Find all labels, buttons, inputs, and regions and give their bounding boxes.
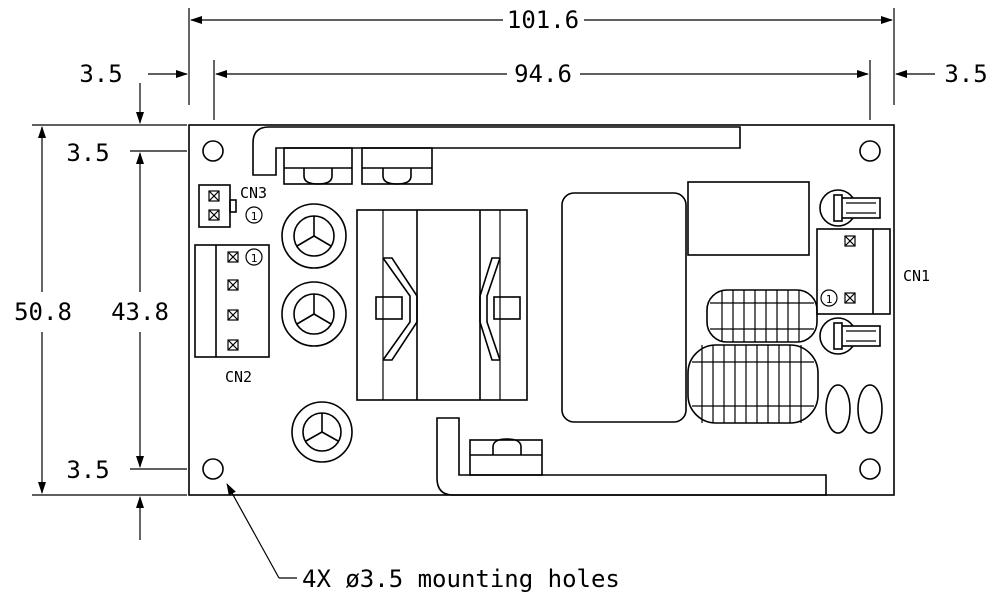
overall-height-label: 50.8 [14,298,72,326]
large-capacitor [561,192,687,423]
output-inductor [687,344,819,424]
cn2-label: CN2 [225,368,252,386]
right-offset-label: 3.5 [944,60,987,88]
dimension-bottom-offset: 3.5 [66,456,144,540]
varistors [825,384,883,434]
cn2-pin1-marker: 1 [251,252,258,265]
hole-spacing-x-label: 94.6 [514,60,572,88]
dimension-overall-height: 50.8 [14,126,72,494]
top-heatsink [252,126,741,176]
cn1-clips [819,189,881,355]
dimension-left-offset: 3.5 [79,60,188,88]
cn3-label: CN3 [240,184,267,202]
transformer [356,209,528,401]
cn1-pin1-marker: 1 [826,293,833,306]
top-offset-label: 3.5 [66,139,109,167]
capacitors [281,203,353,463]
fuse-block [687,181,810,256]
bottom-transistor [469,438,543,476]
mounting-hole-top-right [859,140,881,162]
mounting-hole-top-left [202,140,224,162]
cn1-label: CN1 [903,267,930,285]
overall-width-label: 101.6 [507,6,579,34]
cn3-connector: 1 CN3 [198,184,267,228]
mounting-holes-note: 4X ø3.5 mounting holes [302,565,620,593]
dimension-top-offset: 3.5 [66,83,144,167]
dimension-overall-width: 101.6 [188,6,895,105]
top-transistors [283,147,433,185]
common-mode-choke [706,289,818,343]
mounting-holes [202,140,881,480]
mounting-hole-bottom-right [859,458,881,480]
cn2-connector: 1 CN2 [194,244,270,386]
dimension-right-offset: 3.5 [895,60,988,88]
dimension-hole-spacing-x: 94.6 [213,60,871,120]
left-offset-label: 3.5 [79,60,122,88]
hole-spacing-y-label: 43.8 [111,298,169,326]
mounting-hole-bottom-left [202,458,224,480]
bottom-offset-label: 3.5 [66,456,109,484]
cn3-pin1-marker: 1 [251,210,258,223]
mounting-hole-callout: 4X ø3.5 mounting holes [226,483,620,593]
bottom-heatsink [436,417,827,496]
dimension-hole-spacing-y: 43.8 [111,152,169,468]
cn1-connector: 1 CN1 [816,228,930,315]
